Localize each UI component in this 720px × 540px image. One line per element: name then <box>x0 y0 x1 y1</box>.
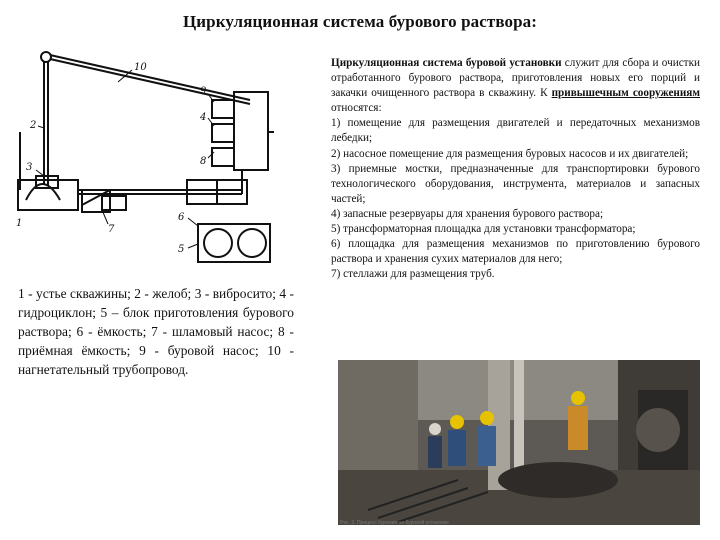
description-text: Циркуляционная система буровой установки… <box>331 56 700 282</box>
label-9: 9 <box>200 86 207 97</box>
list-item: 7) стеллажи для размещения труб. <box>331 268 495 281</box>
label-4: 4 <box>199 112 206 123</box>
label-6: 6 <box>178 212 185 223</box>
diagram-legend: 1 - устье скважины; 2 - желоб; 3 - вибро… <box>18 286 294 377</box>
label-8: 8 <box>200 156 206 167</box>
list-item: 2) насосное помещение для размещения бур… <box>331 147 689 160</box>
label-5: 5 <box>178 244 184 255</box>
label-2: 2 <box>29 120 36 131</box>
list-item: 5) трансформаторная площадка для установ… <box>331 223 636 236</box>
drilling-floor-photo <box>338 360 700 525</box>
photo-caption: Рис. 2. Процесс бурения на буровой устан… <box>340 520 449 526</box>
label-10: 10 <box>134 62 147 73</box>
list-item: 4) запасные резервуары для хранения буро… <box>331 207 604 220</box>
list-item: 3) приемные мостки, предназначенные для … <box>331 162 700 205</box>
list-item: 1) помещение для размещения двигателей и… <box>331 117 700 145</box>
label-7: 7 <box>108 224 115 235</box>
slide-title: Циркуляционная система бурового раствора… <box>182 12 538 31</box>
label-3: 3 <box>26 162 32 173</box>
description-intro: Циркуляционная система буровой установки… <box>331 57 700 115</box>
circulation-system-diagram: 10 2 3 9 4 8 7 1 6 5 <box>16 51 274 263</box>
list-item: 6) площадка для размещения механизмов по… <box>331 238 700 266</box>
label-1: 1 <box>16 218 22 229</box>
